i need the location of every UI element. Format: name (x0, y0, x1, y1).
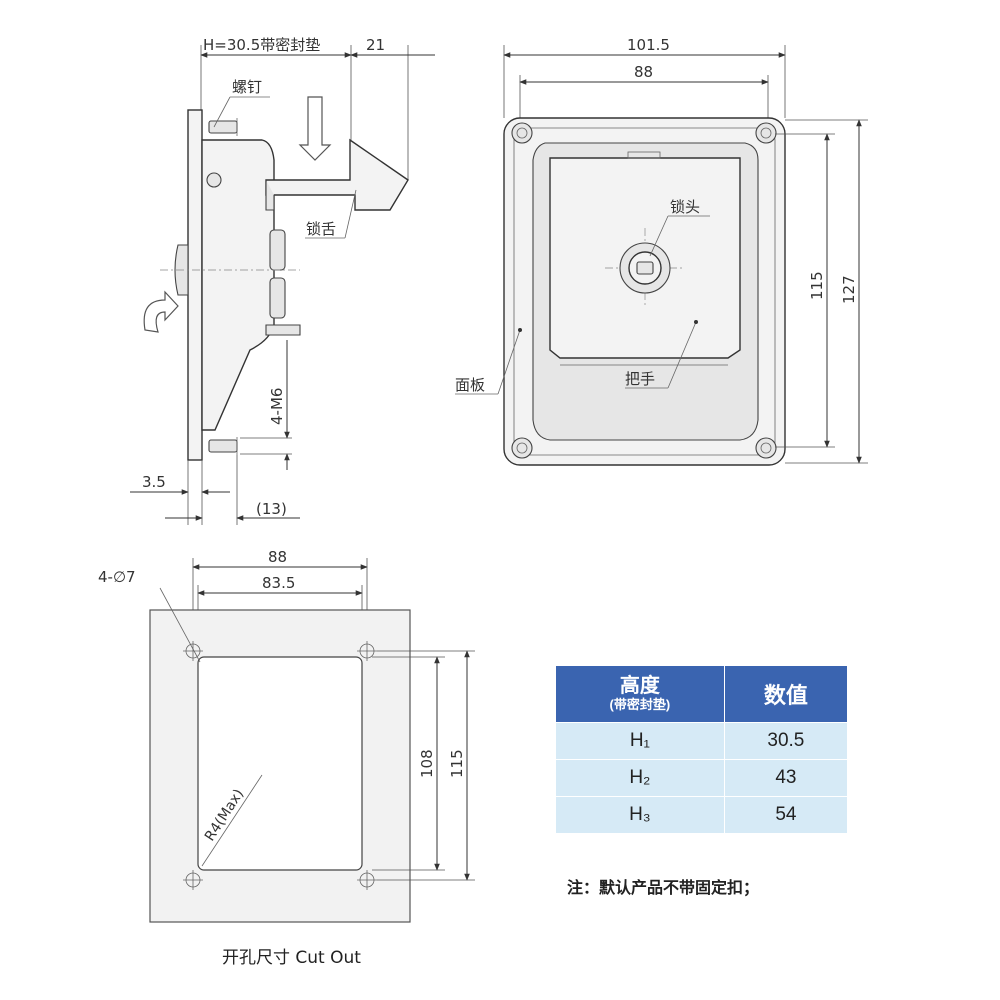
thread-label: 4-M6 (268, 388, 286, 425)
row-value: 43 (723, 759, 849, 797)
cutout-view: 88 83.5 4-∅7 R4(Max) 108 115 开孔尺寸 Cut Ou… (98, 548, 475, 968)
screw-bottom (208, 439, 238, 453)
header-value: 数值 (723, 665, 849, 723)
lock-cylinder (605, 228, 685, 308)
push-arrow-icon (298, 96, 332, 161)
mounting-holes (511, 122, 777, 459)
cutout-width-outer: 88 (268, 548, 287, 566)
header-height: 高度 (带密封垫) (555, 665, 725, 723)
front-height-inner: 115 (808, 271, 826, 300)
lock-label: 锁头 (670, 198, 700, 216)
screw-label: 螺钉 (232, 78, 262, 96)
cutout-width-inner: 83.5 (262, 574, 295, 592)
rotate-arrow-icon (143, 290, 179, 333)
mounting-plate (187, 109, 203, 461)
row-name: H₁ (555, 722, 725, 760)
cutout-caption: 开孔尺寸 Cut Out (222, 948, 361, 968)
front-view: 101.5 88 锁头 把手 面板 (455, 36, 868, 466)
row-name: H₃ (555, 796, 725, 834)
table-row: H₃ 54 (555, 796, 849, 834)
row-value: 30.5 (723, 722, 849, 760)
dim-21: 21 (366, 36, 385, 54)
hole-label: 4-∅7 (98, 568, 136, 586)
screw-top (208, 120, 238, 134)
front-width-outer: 101.5 (627, 36, 670, 54)
cutout-height-outer: 115 (448, 749, 466, 778)
front-width-inner: 88 (634, 63, 653, 81)
row-name: H₂ (555, 759, 725, 797)
side-view: H=30.5带密封垫 21 螺钉 锁舌 (130, 36, 435, 525)
dim-3-5: 3.5 (142, 473, 166, 491)
cutout-height-inner: 108 (418, 749, 436, 778)
cutout-opening (197, 656, 363, 871)
height-label: H=30.5带密封垫 (203, 36, 320, 54)
latch-tongue (265, 138, 409, 211)
cutout-holes (183, 641, 377, 890)
table-row: H₁ 30.5 (555, 722, 849, 760)
front-height-outer: 127 (840, 275, 858, 304)
dim-13: (13) (256, 500, 287, 518)
note-text: 注：默认产品不带固定扣； (567, 878, 760, 897)
tongue-label: 锁舌 (306, 220, 336, 238)
table-row: H₂ 43 (555, 759, 849, 797)
panel-label: 面板 (455, 376, 485, 394)
handle-label: 把手 (625, 370, 655, 388)
row-value: 54 (723, 796, 849, 834)
height-spec-table: 高度 (带密封垫) 数值 H₁ 30.5 H₂ 43 H₃ 54 (555, 665, 849, 834)
